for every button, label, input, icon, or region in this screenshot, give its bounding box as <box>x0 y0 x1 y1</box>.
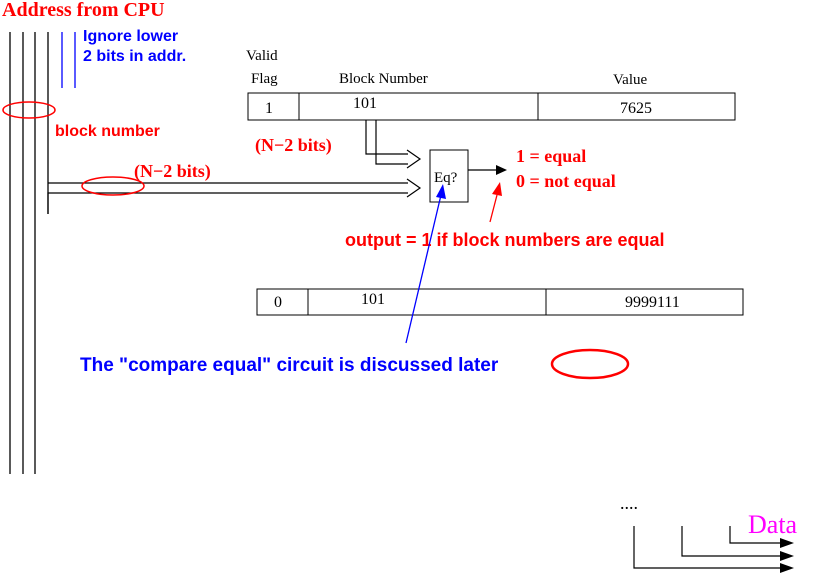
entry-1-value: 7625 <box>620 100 652 117</box>
comparator-output-arrow <box>468 165 507 175</box>
entry-2-block-number: 101 <box>361 291 385 308</box>
address-block-number-circle <box>81 176 145 196</box>
output-pointer-arrow <box>489 182 502 223</box>
data-label: Data <box>748 510 798 539</box>
comparator-label: Eq? <box>434 170 458 186</box>
upper-n-minus-2-bits-label: (N−2 bits) <box>255 135 332 156</box>
equal-label: 1 = equal <box>516 146 586 166</box>
flag-header: Flag <box>251 71 278 87</box>
lower-n-minus-2-bits-label: (N−2 bits) <box>134 161 211 182</box>
later-word: later <box>458 355 499 376</box>
output-rule-label: output = 1 if block numbers are equal <box>345 230 665 250</box>
entry-2-value: 9999111 <box>625 294 680 311</box>
address-from-cpu-label: Address from CPU <box>2 0 165 21</box>
not-equal-label: 0 = not equal <box>516 171 616 191</box>
entry-1-block-number: 101 <box>353 95 377 112</box>
data-output-arrowheads <box>780 538 794 573</box>
ignored-address-bits <box>61 32 76 88</box>
cache-entry-2: 0 101 9999111 <box>256 288 744 316</box>
ellipsis-label: .... <box>620 493 638 513</box>
block-number-label: block number <box>55 123 160 140</box>
compare-note-label: The "compare equal" circuit is discussed… <box>80 355 499 376</box>
comparator: Eq? <box>429 149 469 203</box>
data-output-bus <box>633 526 780 569</box>
value-header: Value <box>613 72 647 88</box>
compare-note-arrow <box>405 184 446 344</box>
entry-2-valid: 0 <box>274 294 282 311</box>
address-bus <box>9 32 49 474</box>
ignore-lower-label: Ignore lower <box>83 28 178 45</box>
block-number-header: Block Number <box>339 71 428 87</box>
later-circle <box>550 348 630 380</box>
address-block-number-bus <box>47 178 422 214</box>
table-block-number-bus <box>365 120 422 169</box>
block-number-bits-circle <box>2 101 56 119</box>
cache-entry-1: 1 101 7625 <box>247 92 736 121</box>
entry-1-valid: 1 <box>265 100 273 117</box>
valid-header: Valid <box>246 48 278 64</box>
two-bits-label: 2 bits in addr. <box>83 48 186 65</box>
